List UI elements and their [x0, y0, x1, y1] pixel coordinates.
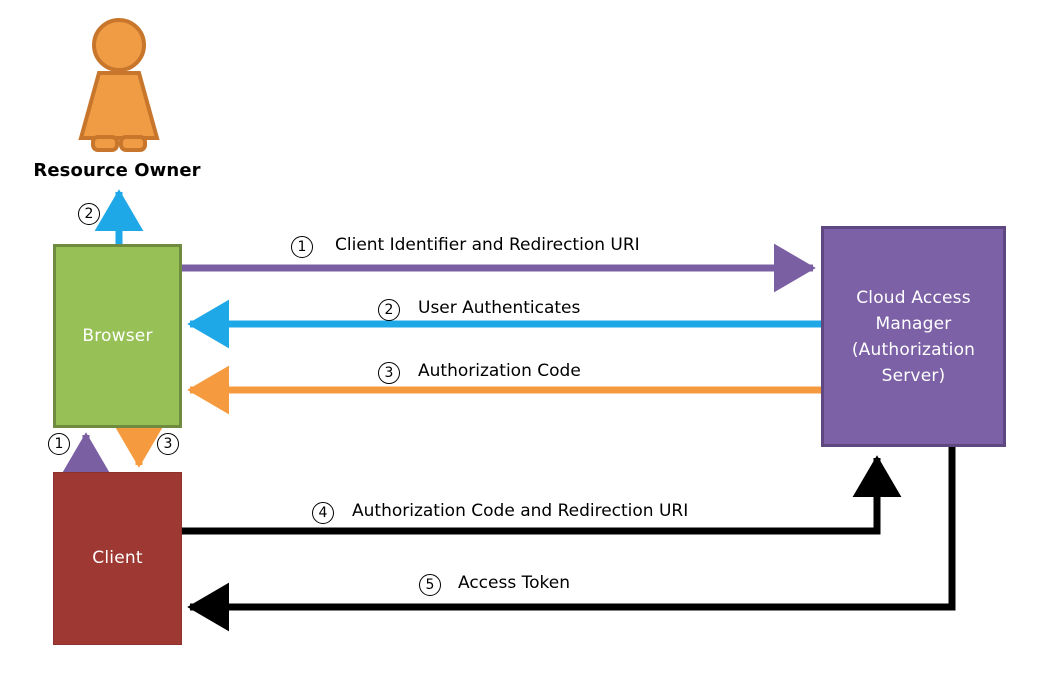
vertical-step-circle-2: 2 [78, 203, 100, 225]
vertical-step-circle-3: 3 [157, 433, 179, 455]
step-circle-3: 3 [378, 362, 400, 384]
cam-line-4: Server) [881, 365, 946, 386]
flow-label-5: Access Token [458, 573, 570, 593]
node-client[interactable]: Client [53, 472, 182, 645]
cam-line-1: Cloud Access [856, 287, 971, 308]
cam-line-2: Manager [875, 313, 952, 334]
resource-owner-icon [78, 18, 160, 152]
flow-arrow-4 [182, 455, 902, 535]
node-client-label: Client [92, 548, 143, 568]
vertical-step-circle-1: 1 [48, 433, 70, 455]
node-browser[interactable]: Browser [53, 244, 182, 428]
node-browser-label: Browser [82, 325, 153, 346]
step-circle-4: 4 [312, 502, 334, 524]
flow-arrow-5 [187, 447, 956, 632]
flow-label-1: Client Identifier and Redirection URI [335, 235, 640, 255]
node-cloud-access-manager-label: Cloud Access Manager (Authorization Serv… [852, 285, 975, 389]
flow-label-2: User Authenticates [418, 298, 581, 318]
step-circle-1: 1 [291, 236, 313, 258]
cam-line-3: (Authorization [851, 339, 976, 360]
step-circle-2: 2 [378, 299, 400, 321]
node-cloud-access-manager[interactable]: Cloud Access Manager (Authorization Serv… [821, 226, 1006, 447]
flow-label-3: Authorization Code [418, 361, 581, 381]
flow-label-4: Authorization Code and Redirection URI [352, 501, 689, 521]
resource-owner-label: Resource Owner [33, 160, 201, 181]
step-circle-5: 5 [419, 574, 441, 596]
